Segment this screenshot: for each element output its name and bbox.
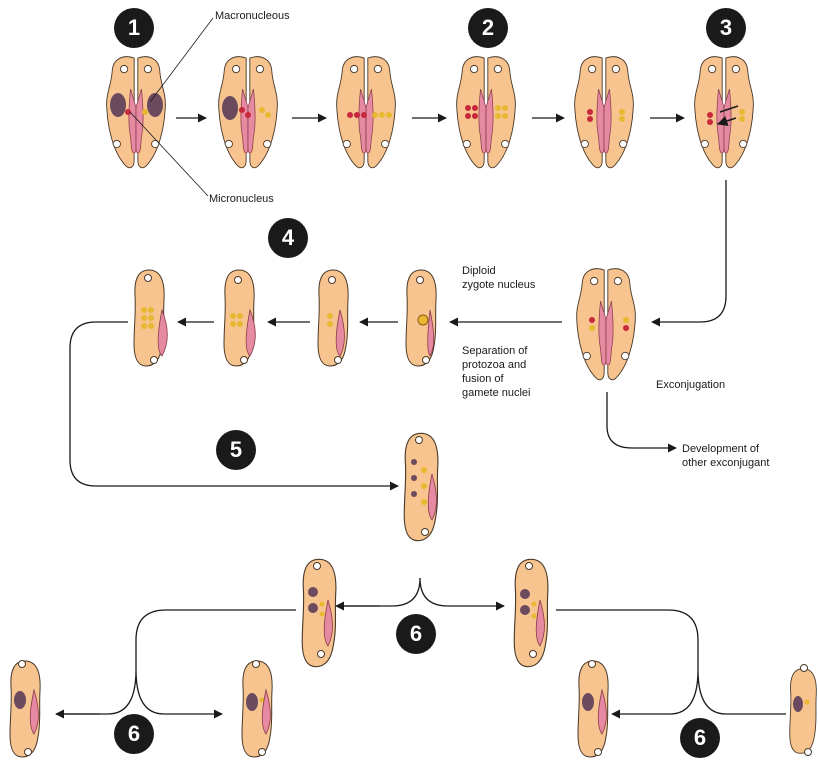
granddaughter-3 bbox=[578, 661, 608, 758]
granddaughter-1 bbox=[10, 661, 40, 758]
step-badge-3: 3 bbox=[706, 8, 746, 48]
daughter-right bbox=[514, 559, 548, 666]
pair-stage-5 bbox=[575, 57, 634, 168]
stage-5-cell bbox=[404, 433, 438, 540]
step-badge-6c: 6 bbox=[680, 718, 720, 758]
connector-3-to-exconjugant bbox=[652, 180, 726, 322]
pair-stage-4 bbox=[457, 57, 516, 168]
macronucleus-label: Macronucleous bbox=[215, 9, 290, 23]
step-badge-5: 5 bbox=[216, 430, 256, 470]
granddaughter-4 bbox=[790, 665, 817, 756]
diploid-zygote-label: Diploid zygote nucleus bbox=[462, 264, 535, 292]
single-zygote bbox=[406, 270, 436, 366]
exconjugation-label: Exconjugation bbox=[656, 378, 725, 392]
step-badge-2: 2 bbox=[468, 8, 508, 48]
micronucleus-label: Micronucleus bbox=[209, 192, 274, 206]
step-badge-6b: 6 bbox=[114, 714, 154, 754]
pair-stage-6 bbox=[695, 57, 754, 168]
single-stage-b bbox=[318, 270, 348, 366]
step-badge-6a: 6 bbox=[396, 614, 436, 654]
daughter-left bbox=[302, 559, 336, 666]
granddaughter-2 bbox=[242, 661, 272, 758]
pair-stage-3 bbox=[337, 57, 396, 168]
exconjugant-pair bbox=[577, 269, 636, 380]
pair-stage-1 bbox=[107, 57, 166, 168]
single-stage-d bbox=[134, 270, 167, 366]
development-label: Development of other exconjugant bbox=[682, 442, 769, 470]
separation-label: Separation of protozoa and fusion of gam… bbox=[462, 344, 531, 400]
connector-development bbox=[607, 392, 676, 448]
step-badge-4: 4 bbox=[268, 218, 308, 258]
pair-stage-2 bbox=[219, 57, 278, 168]
step-badge-1: 1 bbox=[114, 8, 154, 48]
split-stage-5 bbox=[344, 578, 504, 606]
single-stage-c bbox=[224, 270, 255, 366]
